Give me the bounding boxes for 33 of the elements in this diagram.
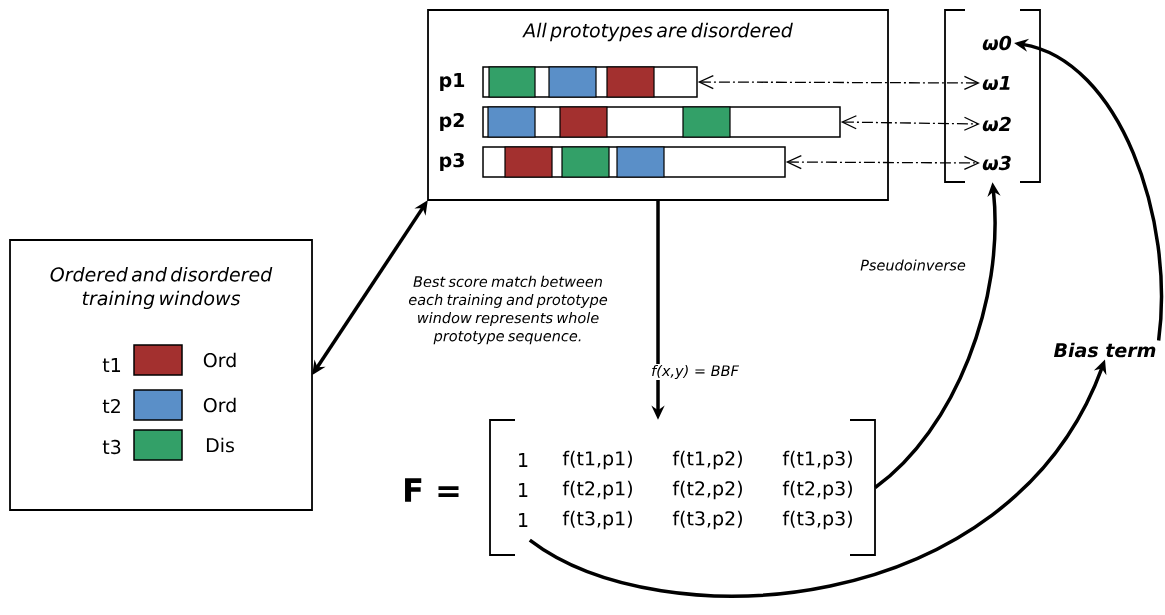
bold-label: ω3	[982, 155, 1011, 171]
bar-label: p2	[440, 112, 464, 131]
row-label: t3	[102, 439, 121, 455]
row-label: t1	[102, 358, 120, 372]
matrix-entry: f(t3,p1)	[562, 510, 632, 530]
bar-label: p3	[440, 152, 464, 171]
matrix-entry: 1	[519, 513, 528, 527]
legend-text: Dis	[206, 437, 234, 453]
arrow	[785, 154, 980, 171]
matrix-entry: f(t1,p2)	[672, 450, 742, 470]
legend-text: Ord	[203, 397, 236, 413]
bold-label: Bias term	[1053, 342, 1156, 358]
legend-text: Ord	[203, 352, 236, 368]
matrix-entry: f(t2,p2)	[672, 480, 742, 500]
arrow	[840, 115, 980, 131]
edge-label: f(x,y) = BBF	[650, 364, 740, 380]
matrix-entry: f(t3,p2)	[672, 510, 742, 530]
matrix-entry: f(t1,p1)	[562, 450, 632, 470]
matrix-name: F =	[405, 478, 459, 502]
matrix-entry: 1	[519, 453, 528, 467]
note-text: Best score match between each training and prototype window represents whole prototype sequence.	[408, 275, 608, 345]
arrow	[697, 74, 980, 91]
matrix-entry: f(t3,p3)	[782, 510, 852, 530]
matrix-entry: f(t2,p1)	[562, 480, 632, 500]
bold-label: ω2	[982, 116, 1011, 132]
row-label: t2	[102, 398, 120, 414]
bar-label: p1	[440, 73, 465, 91]
matrix-entry: 1	[519, 483, 528, 497]
matrix-entry: f(t2,p3)	[782, 480, 852, 500]
matrix-entry: f(t1,p3)	[782, 450, 852, 470]
bold-label: ω1	[982, 75, 1010, 91]
bold-label: ω0	[982, 35, 1012, 51]
edge-label: Pseudoinverse	[859, 258, 967, 272]
